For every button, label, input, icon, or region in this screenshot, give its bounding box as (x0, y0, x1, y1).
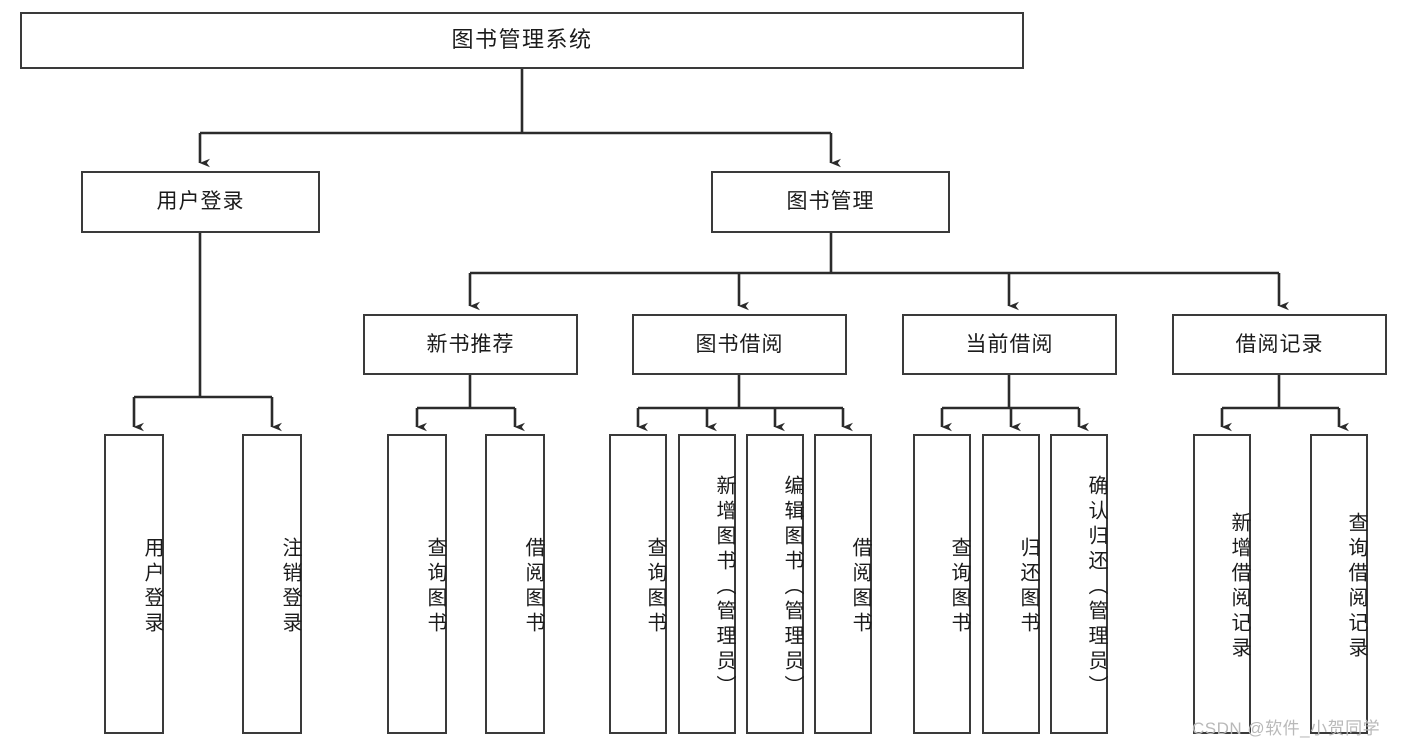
node-leaf-rec-query-book[interactable]: 查询图书 (387, 434, 447, 734)
node-leaf-cur-confirm-return[interactable]: 确认归还（管理员） (1050, 434, 1108, 734)
node-label: 用户登录 (141, 537, 163, 637)
node-label: 新增借阅记录 (1228, 512, 1250, 662)
node-leaf-borrow-add-book[interactable]: 新增图书（管理员） (678, 434, 736, 734)
node-label: 编辑图书（管理员） (781, 474, 803, 700)
node-label: 新增图书（管理员） (713, 474, 735, 700)
node-leaf-borrow-borrow-book[interactable]: 借阅图书 (814, 434, 872, 734)
node-label: 借阅图书 (849, 537, 871, 637)
node-book-manage[interactable]: 图书管理 (711, 171, 950, 233)
csdn-watermark: CSDN @软件_小贺同学 (1192, 719, 1381, 738)
node-leaf-user-login[interactable]: 用户登录 (104, 434, 164, 734)
node-leaf-rec-borrow-book[interactable]: 借阅图书 (485, 434, 545, 734)
node-leaf-query-borrow-record[interactable]: 查询借阅记录 (1310, 434, 1368, 734)
node-leaf-cur-return-book[interactable]: 归还图书 (982, 434, 1040, 734)
node-leaf-cur-query-book[interactable]: 查询图书 (913, 434, 971, 734)
node-label: 新书推荐 (426, 332, 515, 356)
node-label: 用户登录 (156, 190, 245, 214)
node-label: 归还图书 (1017, 537, 1039, 637)
node-label: 图书管理 (786, 190, 875, 214)
node-leaf-borrow-edit-book[interactable]: 编辑图书（管理员） (746, 434, 804, 734)
node-label: 查询图书 (424, 537, 446, 637)
node-leaf-add-borrow-record[interactable]: 新增借阅记录 (1193, 434, 1251, 734)
node-label: 查询图书 (948, 537, 970, 637)
node-label: 图书管理系统 (451, 27, 593, 53)
node-label: 图书借阅 (695, 332, 784, 356)
node-label: 查询图书 (644, 537, 666, 637)
node-label: 注销登录 (279, 537, 301, 637)
node-label: 借阅图书 (522, 537, 544, 637)
node-leaf-user-logout[interactable]: 注销登录 (242, 434, 302, 734)
node-label: 当前借阅 (965, 332, 1054, 356)
node-leaf-borrow-query-book[interactable]: 查询图书 (609, 434, 667, 734)
node-label: 确认归还（管理员） (1085, 474, 1107, 700)
node-current-borrow[interactable]: 当前借阅 (902, 314, 1117, 375)
node-label: 查询借阅记录 (1345, 512, 1367, 662)
node-root-system[interactable]: 图书管理系统 (20, 12, 1024, 69)
node-user-login[interactable]: 用户登录 (81, 171, 320, 233)
node-borrow-record[interactable]: 借阅记录 (1172, 314, 1387, 375)
node-book-borrow[interactable]: 图书借阅 (632, 314, 847, 375)
node-new-book-recommend[interactable]: 新书推荐 (363, 314, 578, 375)
node-label: 借阅记录 (1235, 332, 1324, 356)
